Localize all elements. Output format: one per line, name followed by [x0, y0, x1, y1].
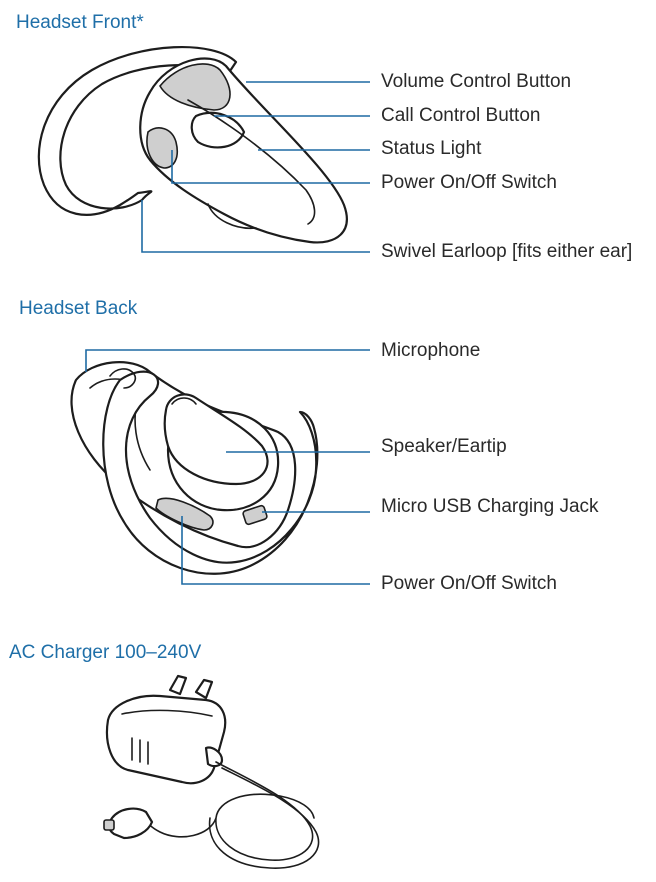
charger-cord-2 [208, 767, 320, 869]
charger-prong-right [194, 678, 214, 700]
charger-plug-body [105, 694, 227, 785]
ac-charger-title: AC Charger 100–240V [9, 642, 202, 663]
front-volume-rocker [159, 63, 231, 111]
back-leader-lines [85, 349, 370, 585]
charger-plug-top [121, 709, 213, 717]
charger-grip [131, 737, 149, 765]
headset-back-illustration [70, 361, 319, 575]
charger-illustration [103, 674, 320, 869]
callout-volume-control-button: Volume Control Button [381, 71, 572, 92]
charger-usb-plug [108, 807, 154, 840]
front-power-switch [146, 127, 179, 169]
headset-front-title: Headset Front* [16, 12, 144, 33]
front-bottom-lip [207, 203, 257, 229]
callout-call-control-button: Call Control Button [381, 105, 541, 126]
callout-speaker-eartip: Speaker/Eartip [381, 436, 507, 457]
back-microphone-tip [109, 368, 137, 389]
front-status-stripe [187, 99, 316, 225]
headset-back-title: Headset Back [19, 298, 138, 319]
front-call-button [190, 111, 246, 149]
callout-microphone: Microphone [381, 340, 481, 361]
callout-micro-usb-charging-jack: Micro USB Charging Jack [381, 496, 599, 517]
charger-usb-tip [103, 819, 115, 831]
front-earloop [37, 45, 238, 216]
back-earloop [102, 370, 319, 575]
back-power-switch [155, 497, 214, 531]
callout-swivel-earloop: Swivel Earloop [fits either ear] [381, 241, 633, 262]
headset-front-illustration [37, 45, 348, 244]
charger-prong-left [168, 674, 188, 696]
front-leader-lines [141, 81, 370, 253]
charger-strain-relief [204, 746, 224, 768]
callout-front-power-switch: Power On/Off Switch [381, 172, 557, 193]
callout-status-light: Status Light [381, 138, 482, 159]
back-eartip-nub [171, 397, 197, 405]
callout-back-power-switch: Power On/Off Switch [381, 573, 557, 594]
back-eartip [163, 393, 269, 486]
